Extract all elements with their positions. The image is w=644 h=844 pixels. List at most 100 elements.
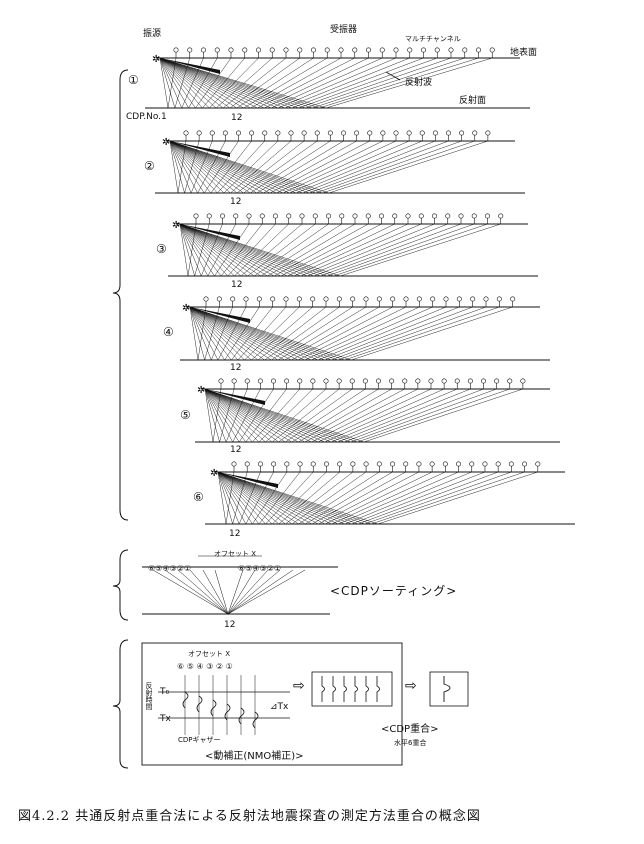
receiver-4-0 [203,296,209,302]
sorting-ray-3 [189,569,229,615]
ray-up-2-5 [210,140,252,194]
receiver-6-19 [482,461,488,467]
ray-down-6-18 [217,471,345,525]
receiver-4-8 [310,296,316,302]
ray-up-3-21 [327,223,475,277]
cdp-gather-label: CDPギャザー [178,736,221,744]
receiver-4-12 [363,296,369,302]
receiver-6-8 [337,461,343,467]
ray-down-5-14 [204,388,305,443]
receiver-4-2 [230,296,236,302]
ray-up-6-7 [272,471,327,525]
ray-up-1-3 [188,57,218,109]
ray-down-5-13 [204,388,299,443]
ray-down-2-17 [169,140,290,194]
gather-wavelet-0 [182,691,189,709]
ray-down-6-19 [217,471,352,525]
receiver-4-14 [390,296,396,302]
receiver-5-3 [257,378,263,384]
ray-down-6-7 [217,471,273,525]
source-star-3: ✲ [172,220,180,231]
ray-up-4-23 [351,306,513,361]
receiver-3-3 [233,213,239,219]
ray-up-5-12 [291,388,379,443]
ray-down-4-17 [189,306,312,361]
sorting-ray-8 [227,569,269,615]
ray-up-5-11 [285,388,366,443]
ray-down-5-5 [204,388,246,443]
ray-up-6-9 [285,471,354,525]
ray-up-1-23 [326,57,493,109]
delta-tx-label: ⊿Tx [270,702,289,712]
ray-down-2-13 [169,140,264,194]
ray-up-3-18 [307,223,435,277]
receiver-5-18 [454,378,460,384]
receiver-2-7 [275,130,281,136]
ray-up-4-10 [264,306,340,361]
sorting-ray-1 [164,569,229,615]
ray-down-6-23 [217,471,378,525]
receiver-1-16 [393,47,399,53]
receiver-4-16 [416,296,422,302]
receiver-5-13 [389,378,395,384]
receiver-3-16 [405,213,411,219]
receiver-5-17 [441,378,447,384]
gather-wavelet-2 [210,699,217,717]
stack-arrow: ⇨ [405,678,417,694]
ray-up-5-8 [265,388,327,443]
receiver-6-5 [297,461,303,467]
ray-down-3-15 [179,223,288,277]
ray-up-4-12 [277,306,367,361]
ray-up-3-4 [214,223,250,277]
receiver-6-20 [495,461,501,467]
gather-wavelet-1 [196,695,203,713]
ray-down-2-12 [169,140,257,194]
ray-down-1-23 [159,57,327,109]
nmo-arrow: ⇨ [293,678,305,694]
ray-down-4-19 [189,306,325,361]
receiver-5-9 [336,378,342,384]
cdp-label-1: 12 [231,113,243,123]
receiver-6-6 [310,461,316,467]
ray-down-6-4 [217,471,253,525]
receiver-6-10 [363,461,369,467]
ray-down-5-18 [204,388,332,443]
receiver-3-15 [392,213,398,219]
receiver-5-16 [428,378,434,384]
ray-up-5-17 [324,388,445,443]
ray-down-5-8 [204,388,266,443]
receiver-6-9 [350,461,356,467]
receiver-3-2 [220,213,226,219]
ray-up-4-21 [337,306,487,361]
ray-up-3-17 [300,223,422,277]
ray-down-6-12 [217,471,306,525]
ray-up-6-8 [278,471,340,525]
receiver-6-3 [271,461,277,467]
ray-down-5-19 [204,388,338,443]
receiver-5-1 [231,378,237,384]
ray-down-4-4 [189,306,225,361]
ray-up-4-13 [284,306,380,361]
step-number-3: ③ [156,242,168,256]
receiver-5-8 [323,378,329,384]
receiver-3-7 [286,213,292,219]
ray-up-6-15 [324,471,433,525]
ray-up-4-11 [271,306,353,361]
receiver-1-21 [462,47,468,53]
receiver-6-1 [244,461,250,467]
ray-down-1-22 [159,57,320,109]
receiver-6-23 [535,461,541,467]
ray-up-4-7 [244,306,300,361]
ray-up-2-12 [256,140,344,194]
ray-down-1-1 [159,57,176,109]
receiver-3-21 [471,213,477,219]
receiver-4-11 [350,296,356,302]
receiver-4-15 [403,296,409,302]
ray-down-1-10 [159,57,237,109]
ray-up-2-23 [328,140,488,194]
receiver-4-23 [510,296,516,302]
receiver-5-10 [349,378,355,384]
ray-down-1-2 [159,57,182,109]
ray-up-2-20 [309,140,449,194]
